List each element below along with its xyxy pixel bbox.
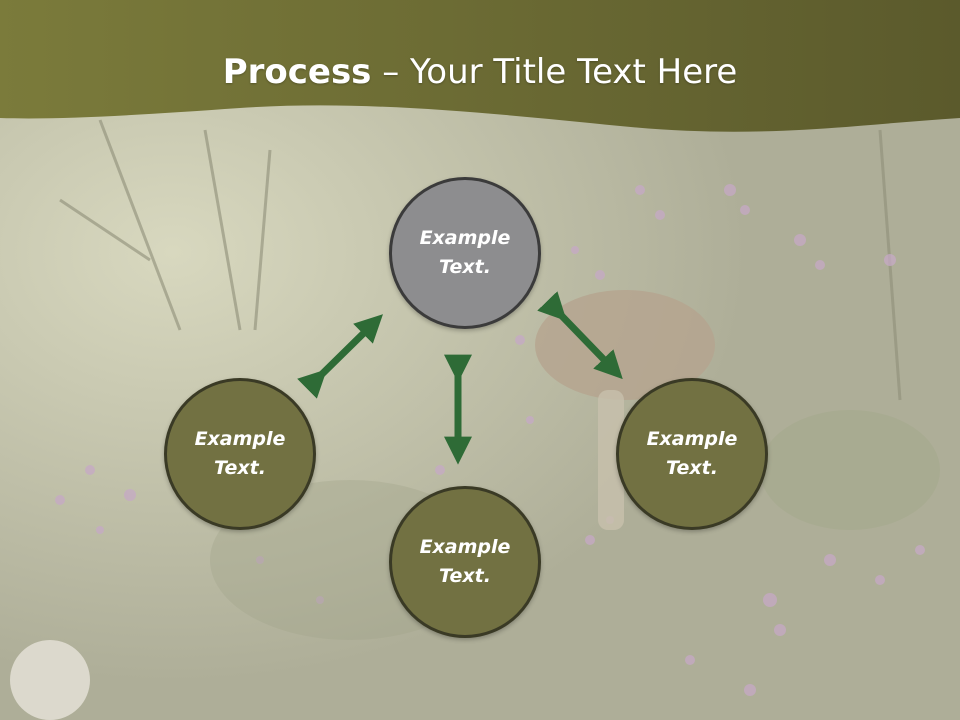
node-label-line1: Example xyxy=(419,227,511,249)
slide-title: Process – Your Title Text Here xyxy=(0,52,960,92)
node-label-line2: Text. xyxy=(439,565,491,587)
title-bold: Process xyxy=(222,52,372,92)
node-label-line2: Text. xyxy=(439,256,491,278)
node-label-line1: Example xyxy=(646,428,738,450)
node-label-line2: Text. xyxy=(666,457,718,479)
node-label-line2: Text. xyxy=(214,457,266,479)
node-label-line1: Example xyxy=(194,428,286,450)
node-label-line1: Example xyxy=(419,536,511,558)
title-rest: – Your Title Text Here xyxy=(371,52,738,92)
header-banner xyxy=(0,0,960,132)
